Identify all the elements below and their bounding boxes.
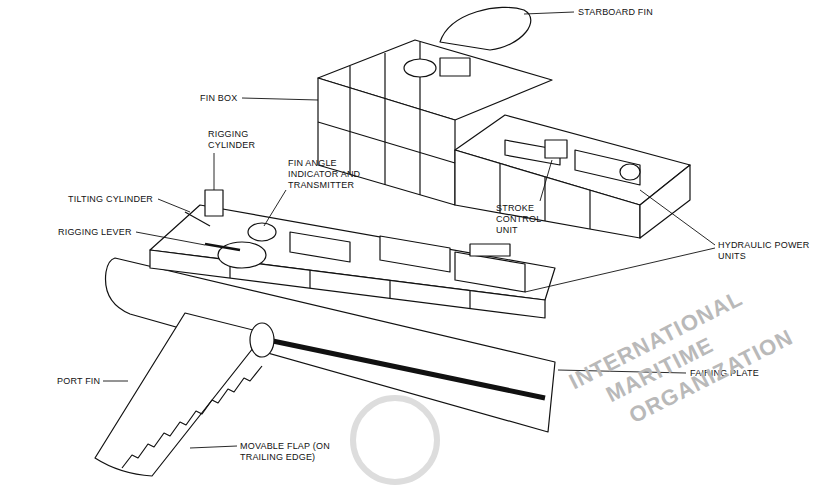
rigging-cylinder	[205, 190, 223, 216]
rigging-lever	[205, 244, 240, 250]
starboard-fin	[440, 7, 531, 50]
channel-end	[640, 165, 690, 238]
fin-box-ribs	[318, 42, 590, 229]
upper-block	[440, 58, 470, 76]
upper-power-unit	[575, 150, 640, 185]
part-label: STARBOARD FIN	[578, 7, 653, 18]
lower-housing	[290, 232, 350, 262]
part-label: FIN BOX	[200, 93, 237, 104]
part-label: HYDRAULIC POWER UNITS	[718, 240, 818, 262]
upper-actuator	[404, 59, 436, 77]
lower-power-unit-a	[380, 236, 450, 272]
part-label: MOVABLE FLAP (ON TRAILING EDGE)	[240, 441, 355, 463]
lower-power-unit-b	[455, 252, 525, 292]
lower-valve-block	[470, 244, 510, 256]
part-label: PORT FIN	[57, 376, 100, 387]
watermark-emblem	[353, 398, 437, 482]
stroke-control-unit	[545, 140, 567, 158]
part-label: RIGGING CYLINDER	[208, 129, 270, 151]
tilting-cylinder	[185, 212, 210, 226]
part-label: TILTING CYLINDER	[68, 194, 153, 205]
tilting-base	[218, 242, 266, 268]
port-fin	[95, 313, 265, 476]
upper-motor	[620, 164, 640, 180]
part-label: FIN ANGLE INDICATOR AND TRANSMITTER	[288, 158, 376, 191]
fin-shaft	[268, 340, 545, 398]
fin-angle-indicator	[248, 223, 276, 241]
part-label: RIGGING LEVER	[58, 227, 132, 238]
fin-root-cylinder	[250, 323, 274, 357]
part-label: STROKE CONTROL UNIT	[496, 203, 562, 236]
